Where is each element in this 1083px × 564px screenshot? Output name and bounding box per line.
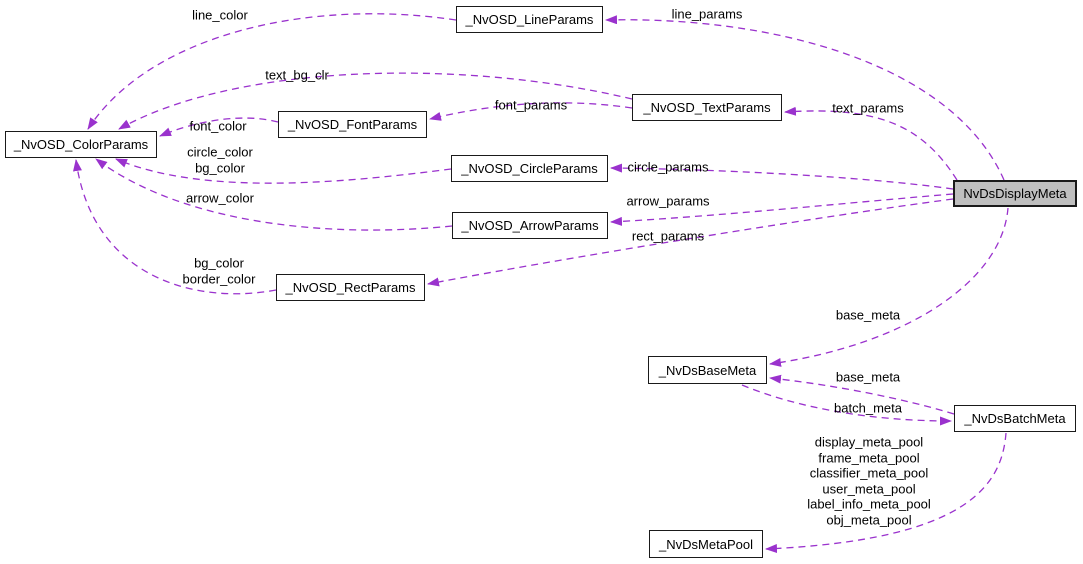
edge-batch-meta: [741, 384, 952, 426]
edge-base-meta-1: [769, 207, 1009, 367]
edge-font-params: [429, 102, 633, 121]
node-nvosd-textparams[interactable]: _NvOSD_TextParams: [632, 94, 782, 121]
edge-font-color: [159, 117, 279, 137]
node-nvosd-lineparams[interactable]: _NvOSD_LineParams: [456, 6, 603, 33]
edge-text-params: [784, 106, 958, 181]
edges-group: [73, 13, 1009, 554]
edge-rect-params: [427, 198, 954, 287]
node-nvds-metapool[interactable]: _NvDsMetaPool: [649, 530, 763, 558]
node-nvds-batchmeta[interactable]: _NvDsBatchMeta: [954, 405, 1076, 432]
edge-circle-bg-color: [115, 158, 452, 184]
node-nvosd-colorparams[interactable]: _NvOSD_ColorParams: [5, 131, 157, 158]
edge-arrow-params: [610, 193, 954, 226]
node-nvosd-fontparams[interactable]: _NvOSD_FontParams: [278, 111, 427, 138]
node-nvds-displaymeta: NvDsDisplayMeta: [953, 180, 1077, 207]
node-nvds-basemeta[interactable]: _NvDsBaseMeta: [648, 356, 767, 384]
edge-meta-pool: [765, 432, 1007, 554]
edge-text-bg-clr: [118, 72, 633, 130]
edge-line-params: [605, 15, 1005, 181]
edge-bg-border-color: [73, 159, 277, 295]
edge-base-meta-2: [769, 374, 955, 415]
edge-circle-params: [610, 163, 954, 190]
node-nvosd-circleparams[interactable]: _NvOSD_CircleParams: [451, 155, 608, 182]
node-nvosd-rectparams[interactable]: _NvOSD_RectParams: [276, 274, 425, 301]
edge-line-color: [87, 13, 457, 130]
edge-arrow-color: [95, 158, 453, 231]
node-nvosd-arrowparams[interactable]: _NvOSD_ArrowParams: [452, 212, 608, 239]
